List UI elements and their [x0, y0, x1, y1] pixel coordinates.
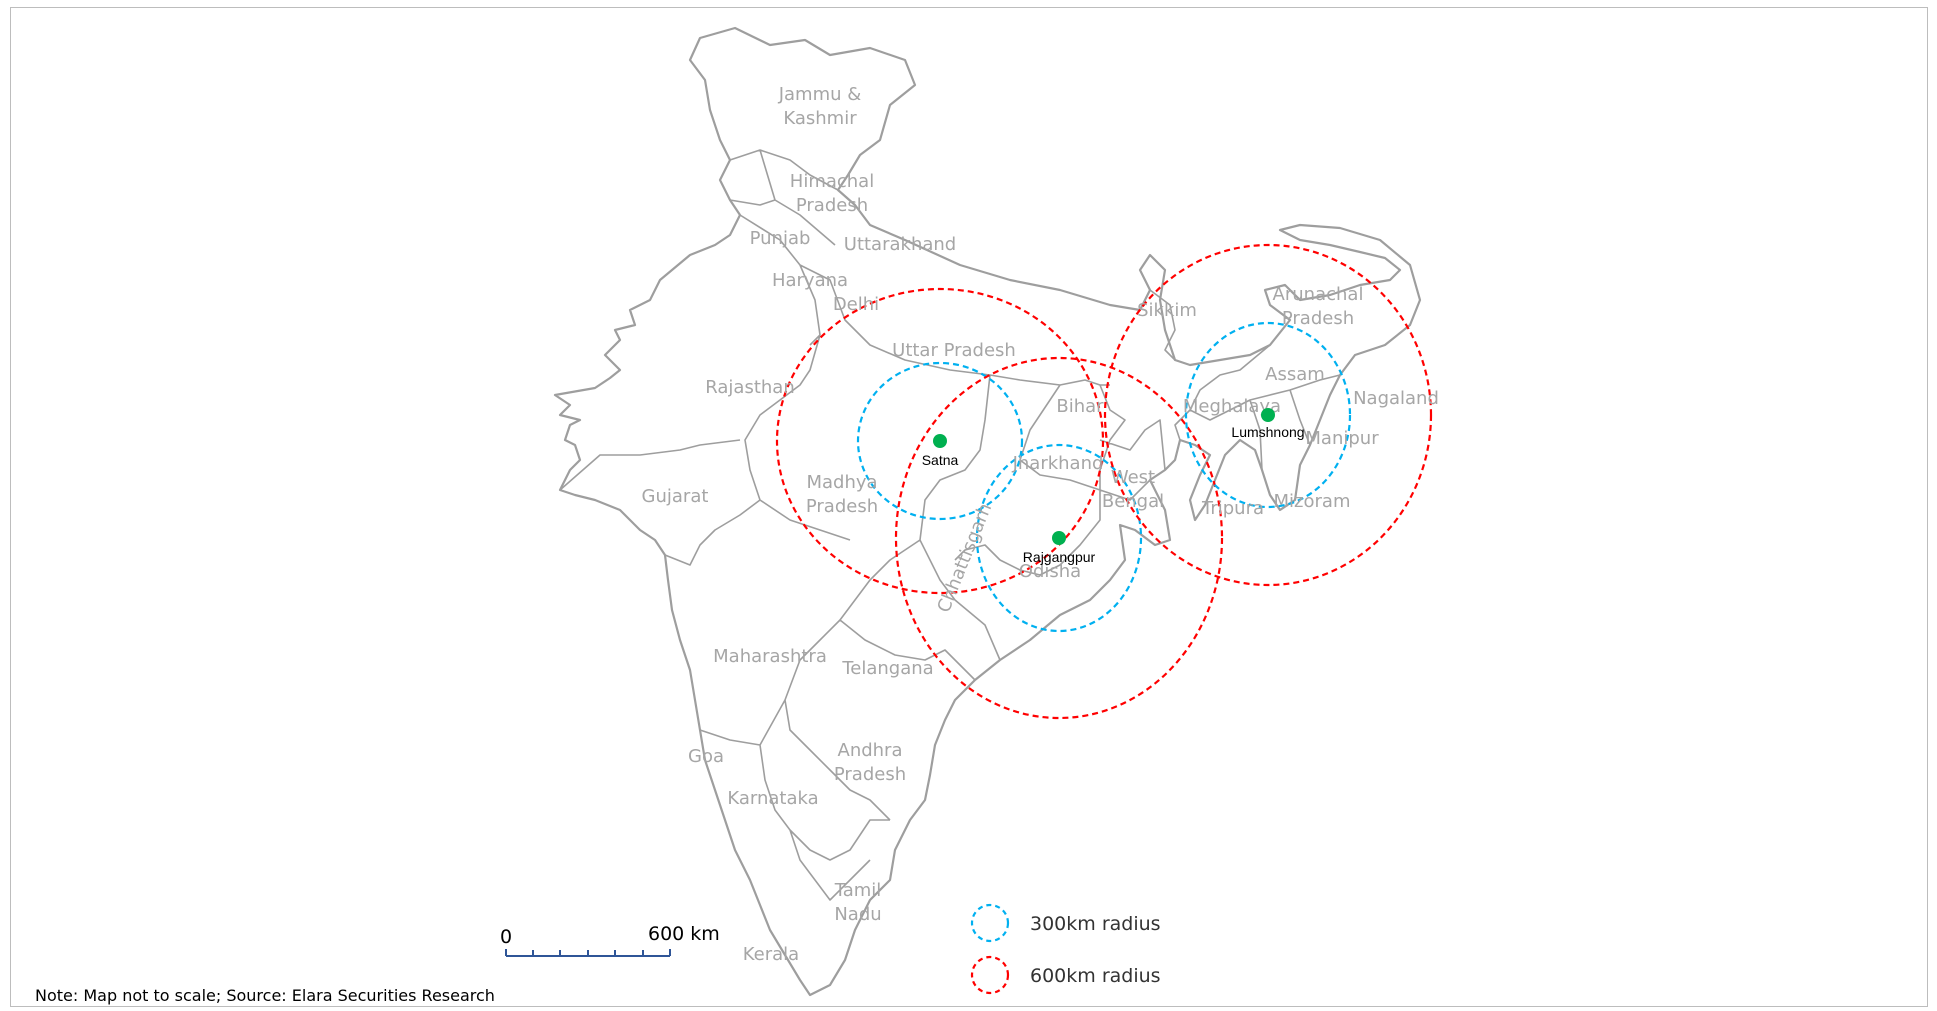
country-border: [553, 26, 1422, 997]
600km-radius-circle-rajgangpur: [894, 356, 1224, 720]
state-label-rajasthan: Rajasthan: [705, 377, 794, 398]
state-label-karnataka: Karnataka: [727, 788, 818, 809]
legend-swatch-600km: [970, 955, 1010, 995]
legend-label-600km: 600km radius: [1030, 965, 1161, 987]
state-borders: [559, 149, 1341, 901]
state-label-uttarakhand: Uttarakhand: [844, 234, 956, 255]
state-label-uttar-pradesh: Uttar Pradesh: [892, 340, 1016, 361]
state-label-mizoram: Mizoram: [1274, 491, 1351, 512]
site-label-satna: Satna: [922, 452, 959, 468]
600km-radius-circle-satna: [775, 287, 1105, 595]
state-label-delhi: Delhi: [833, 294, 879, 315]
state-label-meghalaya: Meghalaya: [1183, 396, 1281, 417]
scale-start-label: 0: [500, 926, 512, 948]
state-label-nagaland: Nagaland: [1353, 388, 1439, 409]
legend-swatch-300km: [970, 903, 1010, 943]
site-marker-satna: [933, 434, 947, 448]
state-label-chhattisgarh: Chhattisgarh: [933, 500, 996, 615]
india-outline: [553, 26, 1422, 997]
state-label-maharashtra: Maharashtra: [713, 646, 827, 667]
scale-end-label: 600 km: [648, 923, 720, 945]
scale-bar-ticks: [505, 949, 671, 956]
300km-radius-circle-rajgangpur: [975, 443, 1143, 633]
legend-label-300km: 300km radius: [1030, 913, 1161, 935]
source-note: Note: Map not to scale; Source: Elara Se…: [35, 986, 495, 1005]
state-label-bihar: Bihar: [1056, 396, 1104, 417]
state-label-tripura: Tripura: [1201, 498, 1264, 519]
state-label-goa: Goa: [688, 746, 724, 767]
300km-radius-circle-satna: [856, 361, 1024, 521]
site-label-rajgangpur: Rajgangpur: [1023, 549, 1096, 565]
map-frame: [10, 7, 1928, 1007]
state-label-gujarat: Gujarat: [642, 486, 709, 507]
300km-radius-circle-lumshnong: [1184, 321, 1352, 509]
600km-radius-circle-lumshnong: [1103, 243, 1433, 587]
state-label-odisha: Odisha: [1019, 561, 1081, 582]
site-marker-lumshnong: [1261, 408, 1275, 422]
state-label-punjab: Punjab: [750, 228, 811, 249]
site-label-lumshnong: Lumshnong: [1231, 424, 1304, 440]
site-marker-rajgangpur: [1052, 531, 1066, 545]
state-label-sikkim: Sikkim: [1137, 300, 1197, 321]
state-label-telangana: Telangana: [841, 658, 933, 679]
legend: 300km radius 600km radius: [970, 903, 1161, 995]
radius-circles: [775, 243, 1433, 720]
state-label-haryana: Haryana: [772, 270, 848, 291]
scale-bar: 0 600 km: [500, 923, 720, 957]
state-label-assam: Assam: [1265, 364, 1325, 385]
state-label-manipur: Manipur: [1305, 428, 1379, 449]
state-label-jammu-kashmir: Jammu &Kashmir: [778, 84, 862, 129]
state-label-kerala: Kerala: [743, 944, 799, 965]
state-label-jharkhand: Jharkhand: [1012, 453, 1104, 474]
